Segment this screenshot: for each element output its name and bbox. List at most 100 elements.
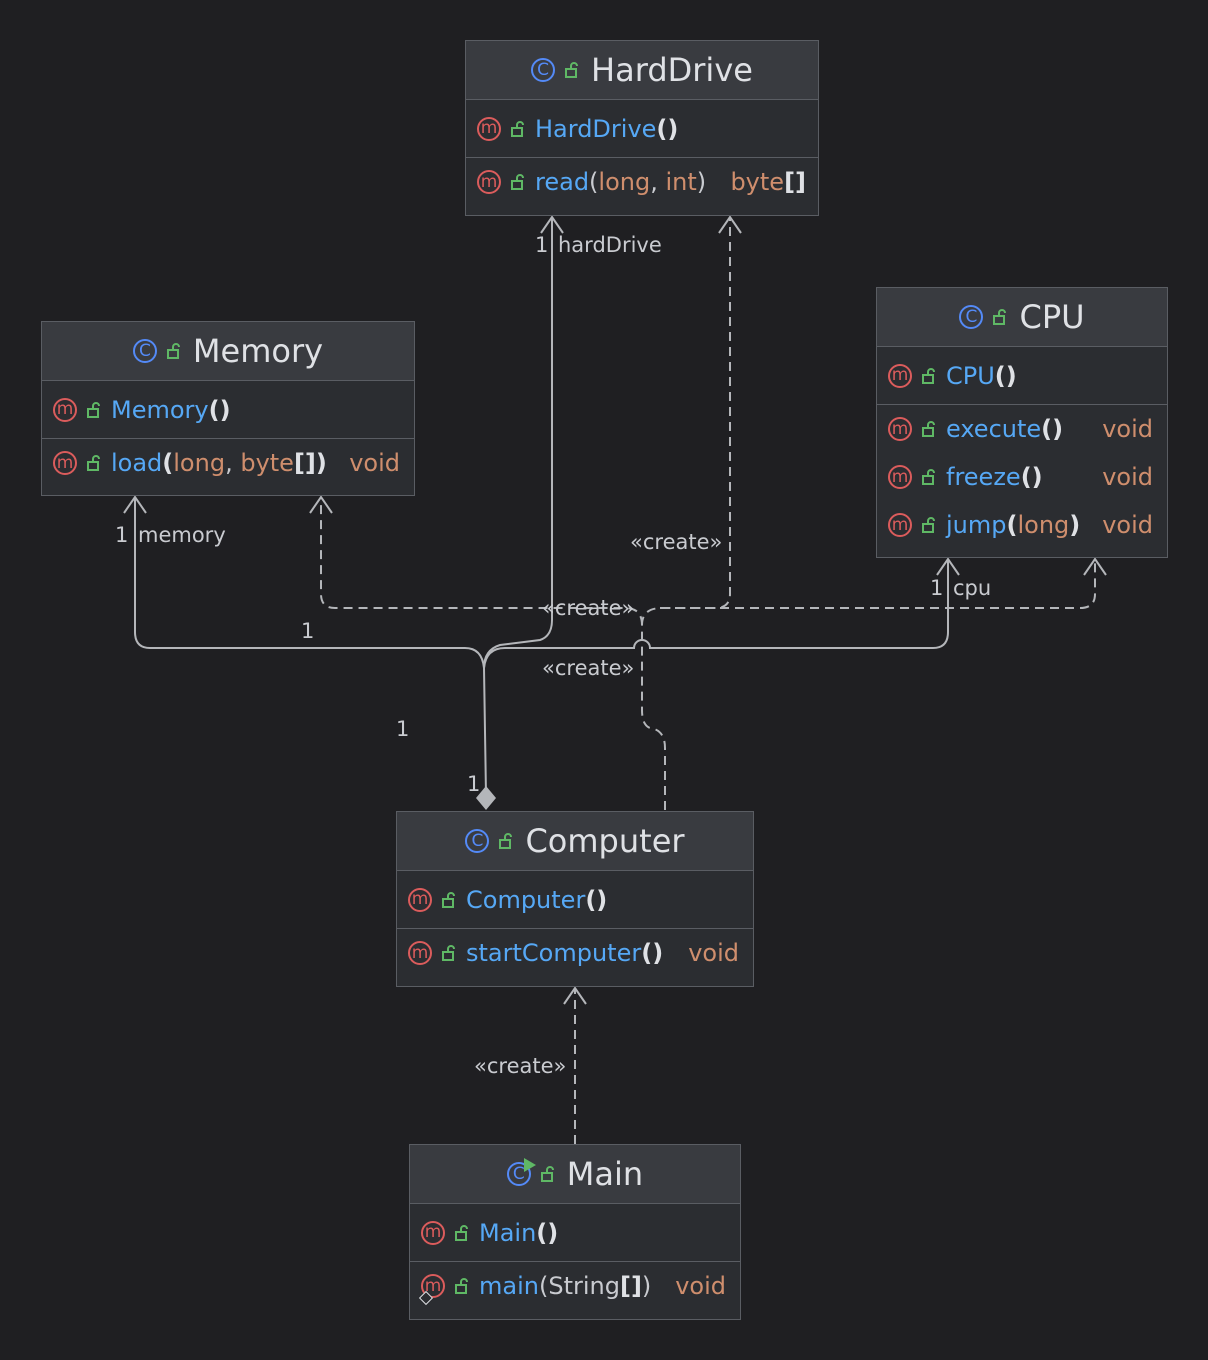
harddrive-multiplicity: 1 (535, 233, 548, 257)
class-header[interactable]: C Memory (42, 322, 414, 381)
create-label-harddrive: «create» (630, 530, 722, 554)
return-type: void (1102, 511, 1153, 539)
return-type: void (675, 1272, 726, 1300)
arrowhead-dep-computer (563, 986, 587, 1005)
method-parens: () (656, 114, 679, 143)
method-row[interactable]: m execute() void (877, 405, 1167, 453)
method-icon: m (53, 397, 77, 422)
junction-multiplicity: 1 (396, 717, 409, 741)
class-main[interactable]: C Main m Main() m main(String[]) void (409, 1144, 741, 1320)
method-row[interactable]: m load(long, byte[]) void (42, 439, 414, 487)
method-row[interactable]: m Main() (410, 1204, 740, 1262)
method-row[interactable]: m Computer() (397, 871, 753, 929)
class-header[interactable]: C HardDrive (466, 41, 818, 100)
method-parens: () (585, 885, 608, 914)
method-name: Computer (466, 885, 586, 914)
arrowhead-dep-cpu (1083, 557, 1107, 576)
public-lock-icon (922, 367, 935, 384)
param-separator: , (650, 168, 666, 196)
composition-diamond (476, 786, 496, 810)
return-type: void (1102, 463, 1153, 491)
class-header[interactable]: C CPU (877, 288, 1167, 347)
class-icon: C (465, 829, 490, 853)
arrowhead-harddrive (540, 215, 564, 234)
public-lock-icon (442, 891, 455, 908)
method-parens: () (641, 939, 664, 967)
method-name: CPU (946, 361, 995, 390)
arrowhead-dep-harddrive (718, 215, 742, 234)
public-lock-icon (565, 62, 579, 78)
return-type: void (688, 939, 739, 967)
method-icon: m (888, 363, 912, 388)
dependency-edge-cpu (660, 559, 1096, 609)
method-row[interactable]: m CPU() (877, 347, 1167, 405)
public-lock-icon (922, 469, 935, 485)
dependency-edge-memory (320, 497, 643, 626)
class-harddrive[interactable]: C HardDrive m HardDrive() m read(long, i… (465, 40, 819, 216)
method-icon: m (421, 1220, 445, 1245)
cpu-role-label: cpu (953, 576, 991, 600)
return-type: byte (730, 168, 785, 196)
class-icon: C (959, 305, 984, 329)
method-icon: m (888, 465, 912, 489)
paren-open: ( (162, 449, 174, 477)
public-lock-icon (87, 455, 100, 471)
method-name: Memory (111, 395, 209, 424)
class-cpu[interactable]: C CPU m CPU() m execute() void m freeze(… (876, 287, 1168, 558)
method-row[interactable]: m freeze() void (877, 453, 1167, 501)
method-row[interactable]: m startComputer() void (397, 929, 753, 977)
return-type: void (349, 449, 400, 477)
class-header[interactable]: C Main (410, 1145, 740, 1204)
computer-multiplicity: 1 (467, 772, 480, 796)
array-suffix: [] (293, 449, 316, 477)
arrowhead-cpu (936, 557, 960, 576)
paren-close: ) (696, 168, 707, 196)
method-icon: m (53, 451, 77, 475)
paren-close: ) (641, 1272, 652, 1300)
method-name: startComputer (466, 939, 642, 967)
method-icon: m (477, 170, 501, 194)
method-parens: () (536, 1218, 559, 1247)
class-name: Main (566, 1155, 644, 1193)
class-header[interactable]: C Computer (397, 812, 753, 871)
public-lock-icon (922, 517, 935, 533)
method-icon: m (408, 887, 432, 912)
param-type: int (665, 168, 697, 196)
dependency-edge-harddrive (641, 217, 731, 810)
param-type: String (548, 1272, 620, 1300)
association-edge-cpu (483, 559, 949, 669)
method-parens: () (994, 361, 1017, 390)
class-memory[interactable]: C Memory m Memory() m load(long, byte[])… (41, 321, 415, 496)
public-lock-icon (87, 401, 100, 418)
method-name: read (535, 168, 590, 196)
public-lock-icon (993, 309, 1007, 325)
create-label-memory: «create» (542, 596, 634, 620)
paren-close: ) (315, 449, 327, 477)
method-name: HardDrive (535, 114, 657, 143)
public-lock-icon (499, 833, 513, 849)
memory-multiplicity: 1 (115, 523, 128, 547)
param-type: long (598, 168, 651, 196)
junction-multiplicity: 1 (301, 619, 314, 643)
method-name: main (479, 1272, 539, 1300)
public-lock-icon (455, 1224, 468, 1241)
class-icon: C (531, 58, 556, 82)
harddrive-role-label: hardDrive (558, 233, 662, 257)
method-row[interactable]: m HardDrive() (466, 100, 818, 158)
method-row[interactable]: m Memory() (42, 381, 414, 439)
class-name: HardDrive (591, 51, 753, 89)
method-name: Main (479, 1218, 537, 1247)
method-parens: () (1020, 463, 1043, 491)
paren-open: ( (538, 1272, 549, 1300)
array-suffix: [] (619, 1272, 642, 1300)
method-row[interactable]: m main(String[]) void (410, 1262, 740, 1310)
method-parens: () (1041, 415, 1064, 443)
method-icon: m (408, 941, 432, 965)
method-name: execute (946, 415, 1042, 443)
method-row[interactable]: m jump(long) void (877, 501, 1167, 549)
public-lock-icon (540, 1166, 554, 1182)
method-parens: () (208, 395, 231, 424)
class-computer[interactable]: C Computer m Computer() m startComputer(… (396, 811, 754, 987)
method-name: jump (946, 511, 1007, 539)
method-row[interactable]: m read(long, int) byte[] (466, 158, 818, 206)
